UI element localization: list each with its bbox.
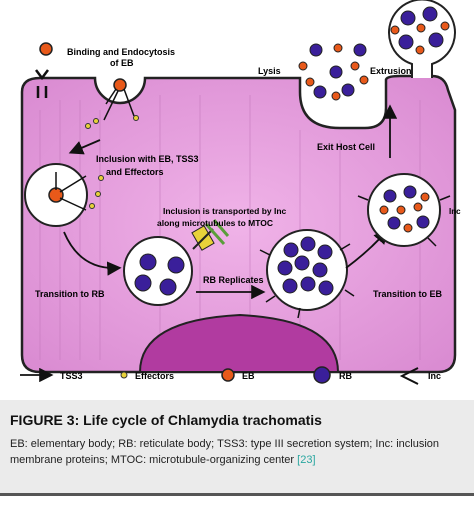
caption-body-text: EB: elementary body; RB: reticulate body… <box>10 438 439 466</box>
inclusion-effectors <box>89 175 104 209</box>
inc-spikes-4 <box>357 195 451 247</box>
extrusion-bodies <box>390 6 450 55</box>
arrow-to-rb <box>63 231 122 276</box>
label-exit: Exit Host Cell <box>317 142 375 152</box>
legend-rb: RB <box>339 371 352 381</box>
arrow-to-inclusion <box>68 139 101 155</box>
tss3-spikes <box>103 88 135 121</box>
inc-icon <box>399 367 419 385</box>
caption: FIGURE 3: Life cycle of Chlamydia tracho… <box>0 400 474 496</box>
eb-endocytosis <box>113 78 127 92</box>
label-extrusion: Extrusion <box>370 66 412 76</box>
mixed-bodies <box>379 185 430 233</box>
label-transport-line1: Inclusion is transported by Inc <box>163 206 287 216</box>
legend-inc: Inc <box>428 371 441 381</box>
host-cell <box>20 74 457 374</box>
legend-tss3: TSS3 <box>60 371 83 381</box>
label-transition-rb: Transition to RB <box>35 289 105 299</box>
inc-spikes-3 <box>259 243 355 319</box>
rb-group-1 <box>134 253 185 296</box>
inclusion-tss3 <box>55 172 87 211</box>
legend-eb: EB <box>242 371 255 381</box>
legend: TSS3 Effectors EB RB Inc <box>20 366 441 385</box>
nucleus <box>138 313 340 373</box>
label-rb-replicates: RB Replicates <box>203 275 264 285</box>
label-lysis: Lysis <box>258 66 281 76</box>
rb-group-2 <box>277 236 334 296</box>
legend-effectors: Effectors <box>135 371 174 381</box>
receptor-icon <box>35 69 49 98</box>
citation-link[interactable]: [23] <box>297 454 316 466</box>
label-inc: Inc <box>449 207 461 216</box>
label-binding-line1: Binding and Endocytosis <box>67 47 175 57</box>
effector-dots <box>85 115 139 129</box>
eb-in-inclusion <box>48 187 64 203</box>
caption-body: EB: elementary body; RB: reticulate body… <box>10 436 465 468</box>
chlamydia-life-cycle-diagram: Binding and Endocytosis of EB Inclusion … <box>20 0 461 385</box>
label-transition-eb: Transition to EB <box>373 289 443 299</box>
label-binding-line2: of EB <box>110 58 134 68</box>
label-transport-line2: along microtubules to MTOC <box>157 218 273 228</box>
caption-title: FIGURE 3: Life cycle of Chlamydia tracho… <box>10 412 322 428</box>
microtubule-motor-icon <box>191 219 230 251</box>
label-inclusion-line1: Inclusion with EB, TSS3 <box>96 154 199 164</box>
label-inclusion-line2: and Effectors <box>106 167 164 177</box>
lysis-bodies <box>298 43 369 101</box>
eb-binding <box>39 42 53 56</box>
